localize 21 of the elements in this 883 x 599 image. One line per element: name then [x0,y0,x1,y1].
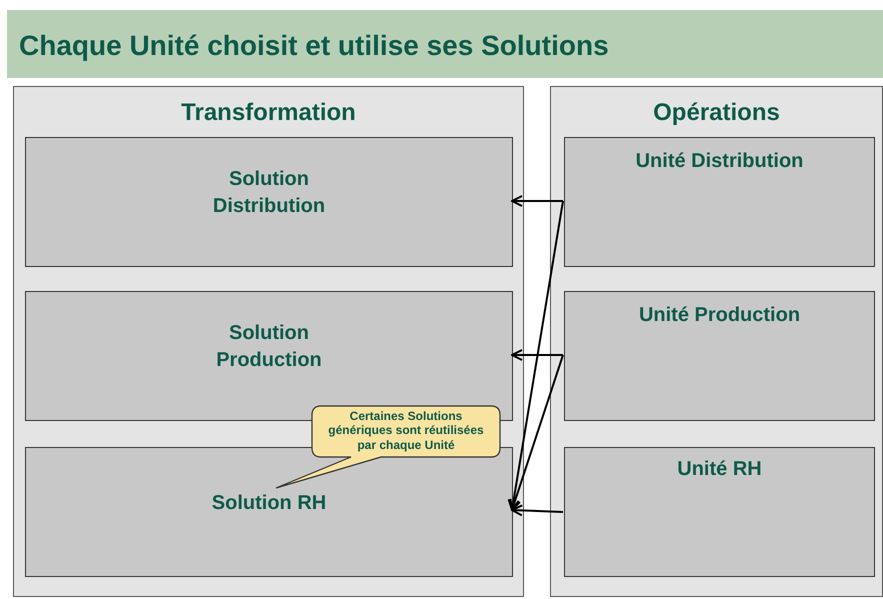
arrow [511,349,563,361]
arrow [509,354,564,511]
arrow [508,200,564,511]
node-label: Unité Production [638,303,802,328]
node-label: Unité Distribution [634,149,804,174]
panel-heading: Opérations [652,98,781,128]
process-box [564,447,875,577]
node-label: Solution Production [215,321,323,373]
node-label: Unité RH [676,457,763,482]
node-label: Solution RH [210,491,328,516]
process-box [564,137,875,267]
arrow [511,195,563,207]
process-box [564,291,875,421]
process-box [25,137,513,267]
node-label: Solution Distribution [212,167,326,219]
group-panel [550,86,883,597]
arrow [511,504,564,516]
panel-heading: Transformation [180,98,357,128]
process-box [25,291,513,421]
group-panel [13,86,524,597]
title-banner: Chaque Unité choisit et utilise ses Solutions [7,10,883,78]
